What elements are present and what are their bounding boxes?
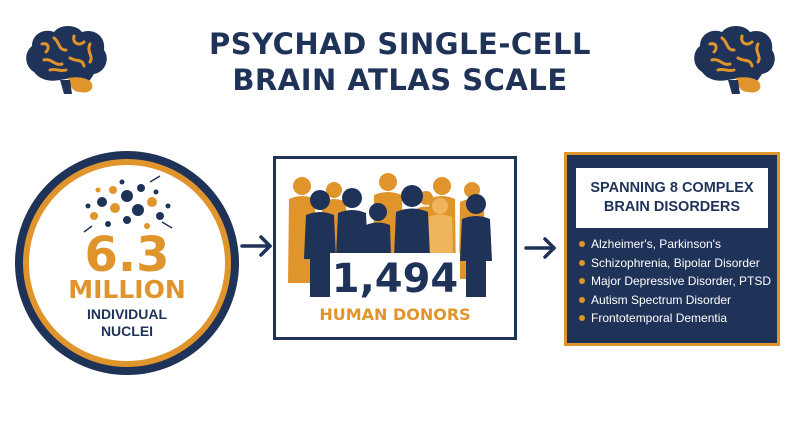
nuclei-label-line-2: NUCLEI bbox=[100, 323, 154, 339]
list-item: Autism Spectrum Disorder bbox=[579, 291, 771, 310]
disorder-text: Schizophrenia, Bipolar Disorder bbox=[591, 255, 760, 270]
bullet-icon bbox=[579, 315, 585, 321]
list-item: Major Depressive Disorder, PTSD bbox=[579, 272, 771, 291]
disorder-text: Frontotemporal Dementia bbox=[591, 311, 728, 325]
disorders-panel: SPANNING 8 COMPLEX BRAIN DISORDERS Alzhe… bbox=[564, 152, 780, 346]
page-title: PSYCHAD SINGLE-CELL BRAIN ATLAS SCALE bbox=[150, 26, 650, 98]
disorders-header-line-2: BRAIN DISORDERS bbox=[603, 199, 741, 215]
title-line-1: PSYCHAD SINGLE-CELL bbox=[209, 27, 591, 61]
donors-label: HUMAN DONORS bbox=[319, 305, 471, 324]
title-line-2: BRAIN ATLAS SCALE bbox=[232, 63, 568, 97]
bullet-icon bbox=[579, 278, 585, 284]
arrow-right-icon bbox=[524, 237, 556, 259]
bullet-icon bbox=[579, 241, 585, 247]
donors-value: 1,494 bbox=[331, 256, 459, 302]
disorders-header: SPANNING 8 COMPLEX BRAIN DISORDERS bbox=[576, 168, 768, 228]
nuclei-circle bbox=[15, 151, 239, 375]
nuclei-label-line-1: INDIVIDUAL bbox=[86, 306, 168, 322]
disorder-text: Autism Spectrum Disorder bbox=[591, 292, 732, 307]
bullet-icon bbox=[579, 296, 585, 303]
donors-value-box: 1,494 bbox=[330, 253, 460, 305]
disorder-text: Alzheimer's, Parkinson's bbox=[591, 237, 721, 251]
brain-icon bbox=[694, 26, 775, 94]
nuclei-value: 6.3 bbox=[84, 227, 170, 283]
disorders-list: Alzheimer's, Parkinson's Schizophrenia, … bbox=[579, 235, 771, 328]
nuclei-label: INDIVIDUAL NUCLEI bbox=[10, 306, 244, 340]
cell-cluster-icon bbox=[83, 175, 173, 233]
disorders-header-line-1: SPANNING 8 COMPLEX bbox=[590, 180, 754, 196]
donors-panel: 1,494 HUMAN DONORS bbox=[273, 156, 517, 340]
list-item: Alzheimer's, Parkinson's bbox=[579, 235, 771, 254]
bullet-icon bbox=[579, 259, 585, 266]
arrow-right-icon bbox=[240, 235, 272, 257]
nuclei-stat: 6.3 MILLION INDIVIDUAL NUCLEI bbox=[10, 146, 244, 380]
brain-icon bbox=[26, 26, 107, 94]
list-item: Schizophrenia, Bipolar Disorder bbox=[579, 254, 771, 273]
disorder-text: Major Depressive Disorder, PTSD bbox=[591, 274, 772, 288]
list-item: Frontotemporal Dementia bbox=[579, 309, 771, 328]
nuclei-unit: MILLION bbox=[68, 275, 186, 304]
